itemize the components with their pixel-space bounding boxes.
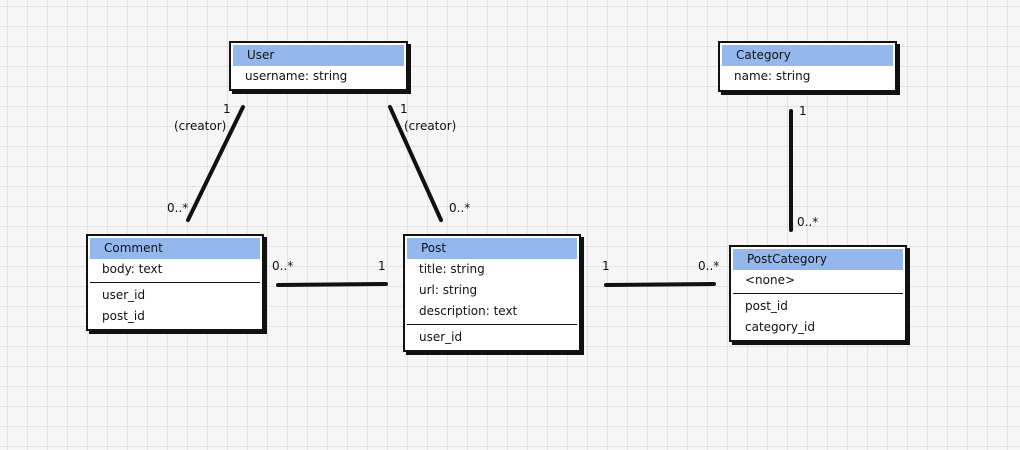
line-user-comment: [186, 105, 245, 222]
category-name-attribute: name: string: [734, 69, 811, 83]
user-username-attribute: username: string: [245, 69, 348, 83]
comment-body-attribute: body: text: [102, 262, 163, 276]
comment-entity-title: Comment: [90, 238, 260, 259]
postcategory-entity-title: PostCategory: [733, 249, 903, 270]
post-entity-title: Post: [407, 238, 577, 259]
comment-post-to-multiplicity: 1: [378, 259, 386, 273]
user-post-from-role: (creator): [404, 119, 457, 133]
post-postcategory-to-multiplicity: 0..*: [698, 259, 720, 273]
line-user-post: [388, 105, 443, 222]
user-entity[interactable]: User username: string: [229, 41, 408, 91]
user-comment-from-multiplicity: 1: [223, 102, 231, 116]
postcategory-none-attribute: <none>: [745, 273, 796, 287]
post-user-id-key: user_id: [419, 330, 463, 344]
comment-post-id-key: post_id: [102, 309, 145, 323]
post-entity[interactable]: Post title: string url: string descripti…: [403, 234, 581, 352]
category-entity[interactable]: Category name: string: [718, 41, 897, 92]
line-post-postcategory: [604, 282, 716, 287]
post-postcategory-from-multiplicity: 1: [602, 259, 610, 273]
category-postcategory-to-multiplicity: 0..*: [797, 215, 819, 229]
postcategory-divider: [733, 293, 903, 294]
postcategory-post-id-key: post_id: [745, 299, 788, 313]
comment-user-id-key: user_id: [102, 288, 146, 302]
category-postcategory-from-multiplicity: 1: [799, 104, 807, 118]
post-divider: [407, 324, 577, 325]
user-post-to-multiplicity: 0..*: [449, 201, 471, 215]
line-comment-post: [276, 282, 388, 287]
user-entity-title: User: [233, 45, 404, 66]
postcategory-entity[interactable]: PostCategory <none> post_id category_id: [729, 245, 907, 342]
comment-post-from-multiplicity: 0..*: [272, 259, 294, 273]
post-description-attribute: description: text: [419, 304, 518, 318]
comment-entity[interactable]: Comment body: text user_id post_id: [86, 234, 264, 331]
user-comment-to-multiplicity: 0..*: [167, 201, 189, 215]
postcategory-category-id-key: category_id: [745, 320, 815, 334]
category-entity-title: Category: [722, 45, 893, 66]
comment-divider: [90, 282, 260, 283]
user-comment-from-role: (creator): [174, 119, 227, 133]
post-url-attribute: url: string: [419, 283, 478, 297]
user-post-from-multiplicity: 1: [400, 102, 408, 116]
post-title-attribute: title: string: [419, 262, 485, 276]
